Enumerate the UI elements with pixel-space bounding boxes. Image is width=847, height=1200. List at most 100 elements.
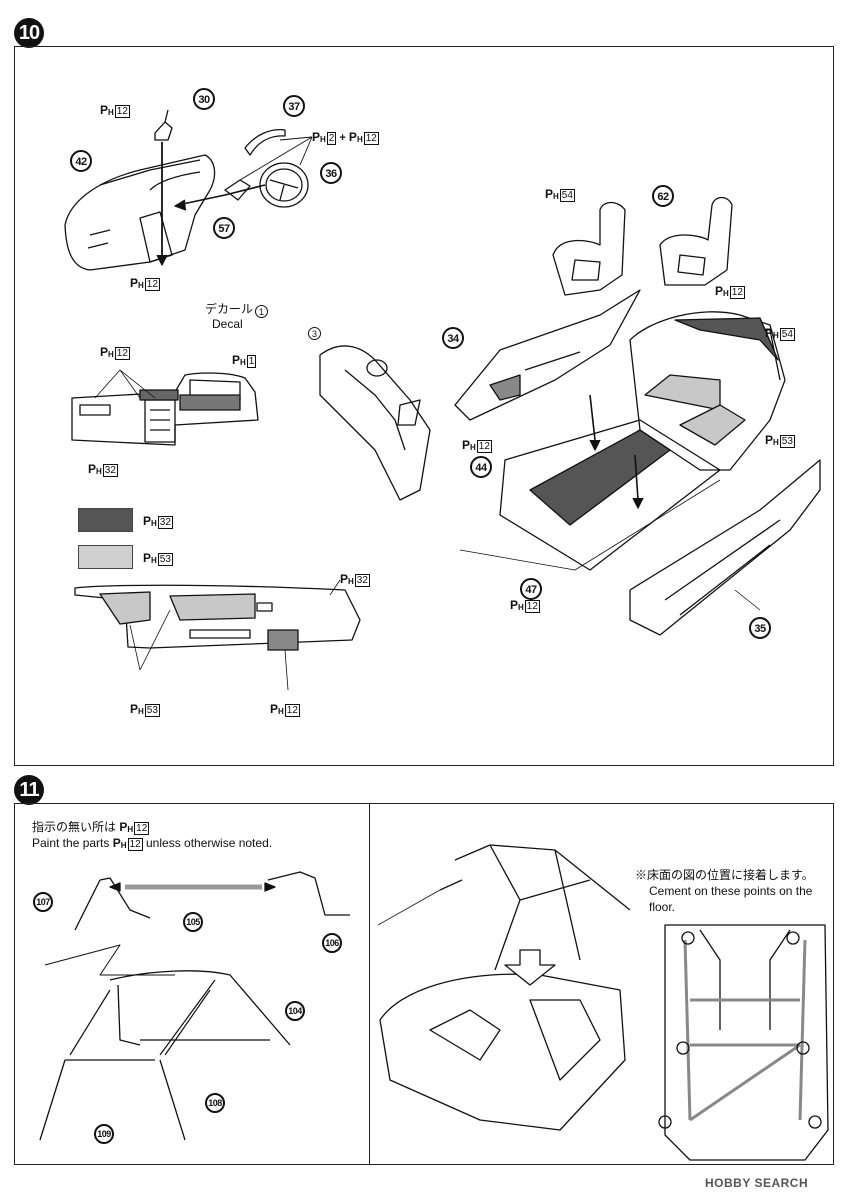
callout-57: 57 (213, 217, 235, 239)
callout-44: 44 (470, 456, 492, 478)
floor-pan-part-47 (459, 419, 721, 571)
steering-wheel-part-36 (259, 162, 309, 208)
seats-part-62 (552, 196, 733, 296)
paint-sub: H (773, 438, 779, 447)
callout-42: 42 (70, 150, 92, 172)
paint-code: 12 (476, 440, 492, 453)
paint-code: 32 (157, 516, 173, 529)
floor-note-jp: ※床面の図の位置に接着します。 (635, 868, 814, 882)
paint-sub: H (151, 519, 157, 528)
roll-cage-exploded-view (39, 871, 350, 1141)
callout-47: 47 (520, 578, 542, 600)
floor-note-en-2: floor. (649, 900, 676, 914)
watermark: HOBBY SEARCH (705, 1176, 809, 1190)
callout-37: 37 (283, 95, 305, 117)
paint-prefix: P (100, 103, 109, 117)
paint-prefix: P (715, 284, 724, 298)
paint-sub: H (278, 707, 284, 716)
paint-prefix: P (88, 462, 97, 476)
swatch-ph53 (78, 545, 133, 569)
decal-label-jp: デカール (205, 302, 254, 316)
paint-prefix: P (765, 433, 774, 447)
paint-code: 12 (114, 347, 130, 360)
paint-code: 53 (144, 704, 160, 717)
door-panel-detail-view (74, 579, 361, 691)
part-57 (224, 179, 251, 201)
note-en-b: unless otherwise noted. (146, 836, 273, 850)
paint-code: 12 (363, 132, 379, 145)
paint-code: 12 (524, 600, 540, 613)
paint-prefix: P (143, 514, 152, 528)
callout-3: 3 (308, 327, 321, 340)
paint-code: 1 (246, 355, 257, 368)
paint-sub: H (138, 281, 144, 290)
paint-code: 12 (284, 704, 300, 717)
door-trim-part-34 (454, 289, 641, 421)
callout-108: 108 (205, 1093, 225, 1113)
shift-lever-part-30 (154, 109, 173, 266)
paint-code: 53 (779, 435, 795, 448)
dashboard-painting-view (71, 369, 259, 446)
dashboard-part-42 (64, 154, 216, 271)
note-jp-text: 指示の無い所は (32, 820, 117, 834)
paint-prefix: P (232, 353, 241, 367)
paint-sub: H (108, 108, 114, 117)
side-panel-part-35 (629, 459, 821, 636)
callout-105: 105 (183, 912, 203, 932)
paint-prefix: P (130, 702, 139, 716)
paint-prefix: P (112, 836, 121, 850)
paint-code: 53 (157, 553, 173, 566)
decal-label-en: Decal (212, 317, 243, 331)
paint-prefix: P (130, 276, 139, 290)
step-11-left-panel (14, 803, 370, 1165)
part-37 (244, 129, 286, 156)
decal-callout-1: 1 (255, 305, 268, 318)
paint-sub: H (348, 577, 354, 586)
paint-code: 54 (559, 189, 575, 202)
plus-sign: + (339, 132, 346, 144)
floor-note-en-1: Cement on these points on the (649, 884, 813, 898)
callout-30: 30 (193, 88, 215, 110)
paint-code: 32 (354, 574, 370, 587)
paint-prefix: P (765, 326, 774, 340)
paint-sub: H (553, 192, 559, 201)
note-en-a: Paint the parts (32, 836, 110, 850)
paint-prefix: P (143, 551, 152, 565)
paint-sub: H (518, 603, 524, 612)
paint-sub: H (127, 825, 134, 834)
step-10-panel (14, 46, 834, 766)
paint-prefix: P (462, 438, 471, 452)
paint-prefix: P (545, 187, 554, 201)
paint-prefix: P (340, 572, 349, 586)
callout-34: 34 (442, 327, 464, 349)
step-10-badge: 10 (14, 18, 44, 48)
floor-plan-view (658, 924, 829, 1161)
paint-sub: H (120, 841, 127, 850)
paint-sub: H (723, 289, 729, 298)
paint-code: 12 (134, 822, 150, 835)
paint-sub: H (151, 556, 157, 565)
paint-code: 32 (102, 464, 118, 477)
roll-cage-installed-view (377, 844, 631, 1131)
paint-sub: H (320, 135, 326, 144)
paint-sub: H (356, 135, 363, 144)
callout-62: 62 (652, 185, 674, 207)
paint-prefix: P (312, 130, 321, 144)
paint-prefix: P (119, 820, 128, 834)
callout-35: 35 (749, 617, 771, 639)
